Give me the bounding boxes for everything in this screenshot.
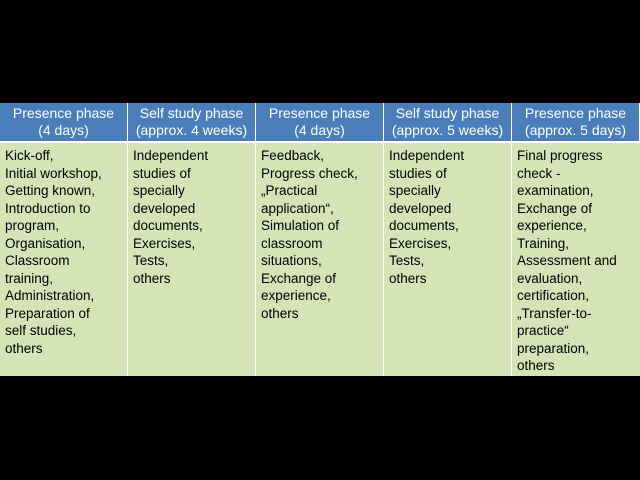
column-cell-5: Final progress check - examination, Exchang… xyxy=(512,143,640,376)
header-self-study-phase-2: Self study phase (approx. 5 weeks) xyxy=(384,103,512,143)
header-duration: (approx. 5 weeks) xyxy=(391,122,504,138)
cell-line: Feedback, xyxy=(261,148,325,163)
cell-line: practice“ xyxy=(517,323,569,338)
cell-line: Preparation of xyxy=(5,305,90,321)
column-cell-3: Feedback, Progress check, „Practical applic… xyxy=(256,143,384,376)
cell-line: program, xyxy=(5,218,60,233)
cell-line: others xyxy=(5,340,43,356)
cell-line: Independent xyxy=(133,148,209,163)
header-title: Self study phase xyxy=(139,105,244,121)
header-title: Presence phase xyxy=(524,105,627,121)
cell-line: Progress check, xyxy=(261,165,358,181)
cell-line: studies of xyxy=(133,165,191,181)
cell-line: Independent xyxy=(389,148,465,163)
cell-line: preparation, xyxy=(517,340,590,356)
phase-table: Presence phase (4 days) Self study phase… xyxy=(0,103,640,376)
cell-line: specially xyxy=(133,183,185,198)
cell-line: documents, xyxy=(133,218,203,233)
header-title: Self study phase xyxy=(395,105,500,121)
cell-line: studies of xyxy=(389,165,447,181)
header-duration: (4 days) xyxy=(38,122,89,138)
cell-line: „Transfer-to- xyxy=(517,305,592,321)
cell-line: developed xyxy=(389,200,452,216)
cell-line: experience, xyxy=(517,218,587,233)
cell-line: Classroom xyxy=(5,253,70,268)
cell-line: situations, xyxy=(261,253,322,268)
cell-line: „Practical xyxy=(261,183,318,198)
cell-line: Administration, xyxy=(5,288,95,303)
cell-line: Getting known, xyxy=(5,183,96,198)
cell-line: application“, xyxy=(261,200,334,216)
cell-line: others xyxy=(389,270,427,286)
cell-line: developed xyxy=(133,200,196,216)
header-title: Presence phase xyxy=(12,105,115,121)
header-presence-phase-1: Presence phase (4 days) xyxy=(0,103,128,143)
column-cell-4: Independent studies of specially developed d… xyxy=(384,143,512,376)
cell-line: specially xyxy=(389,183,441,198)
cell-line: self studies, xyxy=(5,323,77,338)
cell-line: Exercises, xyxy=(133,235,196,251)
cell-line: Exercises, xyxy=(389,235,452,251)
column-cell-1: Kick-off, Initial workshop, Getting known,… xyxy=(0,143,128,376)
header-presence-phase-3: Presence phase (approx. 5 days) xyxy=(512,103,640,143)
cell-line: others xyxy=(133,270,171,286)
cell-line: Kick-off, xyxy=(5,148,54,163)
cell-line: others xyxy=(261,305,299,321)
header-self-study-phase-1: Self study phase (approx. 4 weeks) xyxy=(128,103,256,143)
column-cell-2: Independent studies of specially developed d… xyxy=(128,143,256,376)
cell-line: Exchange of xyxy=(261,270,337,286)
cell-line: classroom xyxy=(261,235,323,251)
cell-line: Introduction to xyxy=(5,200,91,216)
cell-line: Tests, xyxy=(389,253,425,268)
cell-line: Tests, xyxy=(133,253,169,268)
cell-line: examination, xyxy=(517,183,594,198)
cell-line: Assessment and xyxy=(517,253,617,268)
header-duration: (approx. 4 weeks) xyxy=(135,122,248,138)
cell-line: others xyxy=(517,358,555,373)
cell-line: Final progress xyxy=(517,148,603,163)
header-duration: (approx. 5 days) xyxy=(524,122,627,138)
cell-line: Exchange of xyxy=(517,200,593,216)
cell-line: Training, xyxy=(517,235,570,251)
header-title: Presence phase xyxy=(268,105,371,121)
cell-line: certification, xyxy=(517,288,590,303)
cell-line: Organisation, xyxy=(5,235,86,251)
cell-line: training, xyxy=(5,270,54,286)
cell-line: Initial workshop, xyxy=(5,165,102,181)
header-presence-phase-2: Presence phase (4 days) xyxy=(256,103,384,143)
cell-line: experience, xyxy=(261,288,331,303)
cell-line: check - xyxy=(517,165,561,181)
cell-line: documents, xyxy=(389,218,459,233)
cell-line: evaluation, xyxy=(517,270,583,286)
cell-line: Simulation of xyxy=(261,218,340,233)
header-duration: (4 days) xyxy=(294,122,345,138)
